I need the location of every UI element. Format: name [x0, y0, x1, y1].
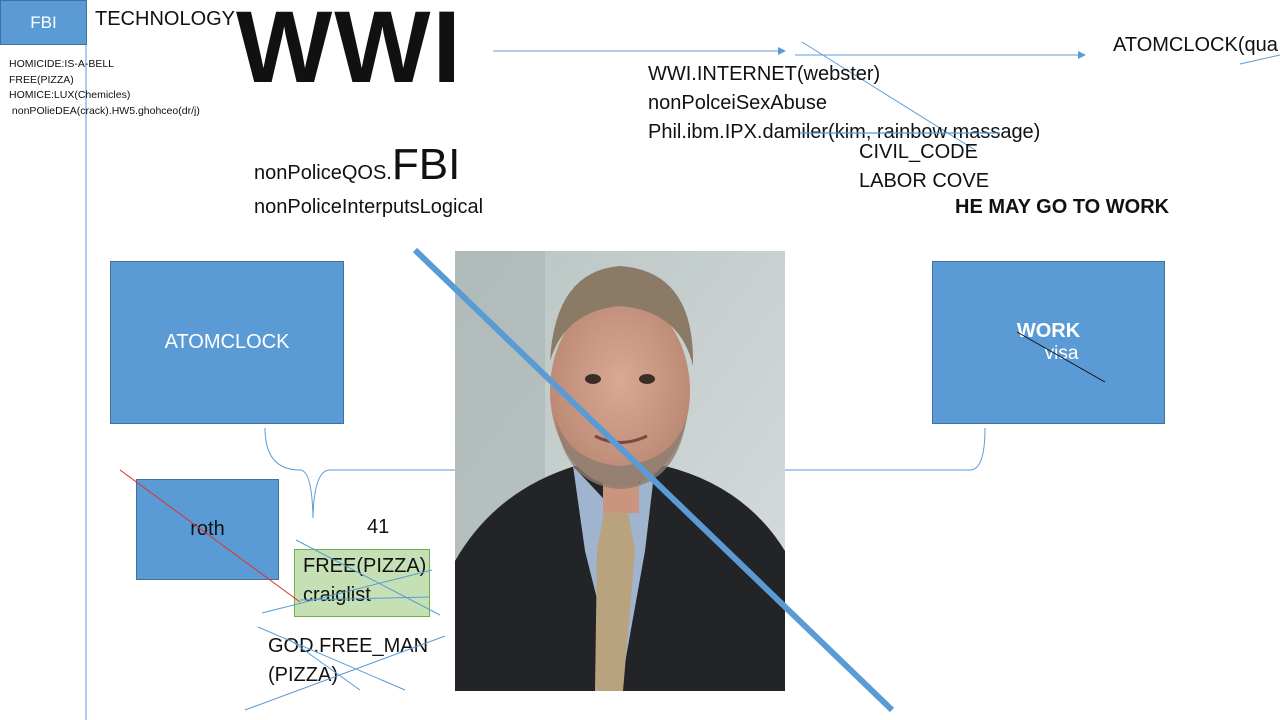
- interrupts-label: nonPoliceInterputsLogical: [254, 196, 484, 218]
- right-list-item: Phil.ibm.IPX.damiler(kim, rainbow massag…: [648, 121, 1041, 143]
- code-item: LABOR COVE: [859, 170, 990, 192]
- god-label: GOD.FREE_MAN (PIZZA): [268, 632, 428, 690]
- left-list-item: HOMICIDE:IS-A-BELL: [9, 58, 115, 70]
- pizza-line: craiglist: [303, 584, 371, 606]
- roth-box[interactable]: roth: [136, 479, 279, 580]
- work-note: HE MAY GO TO WORK: [955, 196, 1170, 218]
- number-label: 41: [367, 516, 390, 538]
- work-box-label: WORK: [1016, 320, 1081, 342]
- page-title: WWI: [236, 0, 463, 104]
- atomclock-box[interactable]: ATOMCLOCK: [110, 261, 344, 424]
- left-list: HOMICIDE:IS-A-BELL FREE(PIZZA) HOMICE:LU…: [9, 57, 200, 119]
- qos-label: nonPoliceQOS.FBI: [254, 140, 460, 190]
- technology-label: TECHNOLOGY: [95, 8, 236, 30]
- right-brace: [785, 427, 986, 471]
- roth-label: roth: [190, 518, 225, 540]
- pizza-box[interactable]: FREE(PIZZA) craiglist: [294, 549, 430, 617]
- fbi-tab[interactable]: FBI: [0, 0, 87, 45]
- right-list-item: nonPolceiSexAbuse: [648, 92, 828, 114]
- atomclock-top-label: ATOMCLOCK(qua: [1113, 34, 1278, 56]
- god-line: GOD.FREE_MAN: [268, 635, 429, 657]
- portrait-photo: [455, 251, 785, 691]
- code-list: CIVIL_CODE LABOR COVE: [859, 138, 989, 196]
- left-list-item: FREE(PIZZA): [9, 73, 74, 86]
- god-line: (PIZZA): [268, 664, 338, 686]
- left-list-item: nonPOlieDEA(crack).HW5.ghohceo(dr/j): [9, 104, 200, 117]
- qos-suffix: FBI: [391, 140, 461, 189]
- right-list: WWI.INTERNET(webster) nonPolceiSexAbuse …: [648, 60, 1040, 147]
- right-list-item: WWI.INTERNET(webster): [648, 63, 881, 85]
- code-item: CIVIL_CODE: [859, 141, 978, 163]
- qos-prefix: nonPoliceQOS.: [254, 162, 392, 184]
- work-box[interactable]: WORK visa: [932, 261, 1165, 424]
- visa-label: visa: [1044, 343, 1079, 364]
- left-brace: [264, 427, 455, 519]
- atomclock-box-label: ATOMCLOCK: [164, 331, 290, 353]
- portrait-illustration: [455, 251, 785, 691]
- left-list-item: HOMICE:LUX(Chemicles): [9, 89, 131, 101]
- pizza-line: FREE(PIZZA): [303, 555, 427, 577]
